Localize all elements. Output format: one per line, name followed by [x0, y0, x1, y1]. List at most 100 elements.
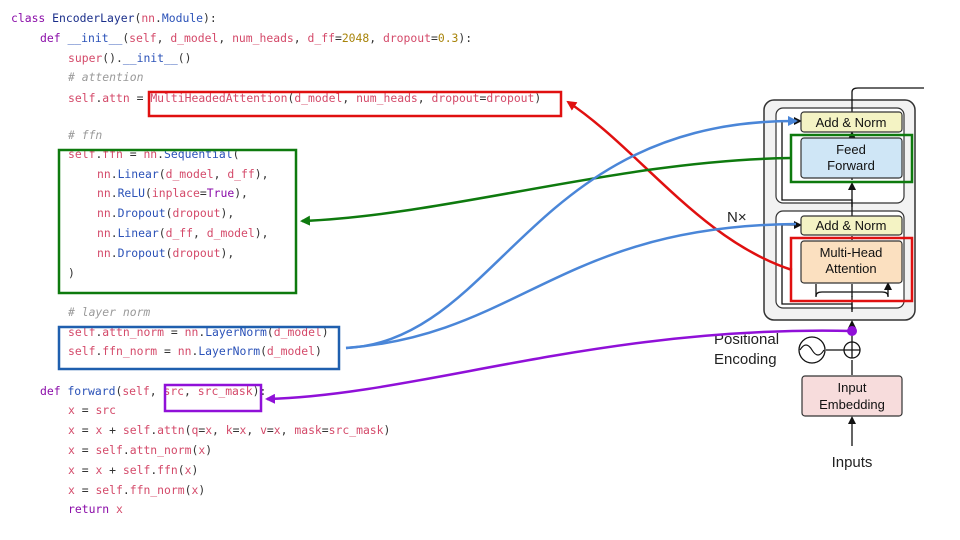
- purple-arrow-pos-to-forward: [265, 329, 853, 404]
- code-line: nn.Dropout(dropout),: [97, 206, 234, 220]
- code-token: nn: [97, 226, 111, 240]
- code-token: attn_norm: [102, 325, 165, 339]
- sine-wave-icon: [799, 344, 825, 356]
- feed-forward-label-1: Feed: [836, 142, 866, 157]
- code-token: self: [68, 344, 96, 358]
- code-token: ): [534, 91, 542, 105]
- forward-args-highlight-box: [163, 383, 263, 413]
- code-token: ):: [252, 384, 267, 398]
- code-token: Linear: [117, 167, 159, 181]
- code-token: ,: [213, 167, 228, 181]
- code-token: d_model: [294, 91, 343, 105]
- code-token: ffn_norm: [102, 344, 158, 358]
- code-token: (: [287, 91, 295, 105]
- code-token: .: [110, 226, 118, 240]
- code-token: .: [110, 186, 118, 200]
- code-token: src_mask: [197, 384, 253, 398]
- code-token: x: [116, 502, 123, 516]
- code-token: LayerNorm: [205, 325, 267, 339]
- code-token: x: [205, 423, 213, 437]
- code-token: (: [260, 344, 267, 358]
- code-token: +: [102, 463, 123, 477]
- code-token: (: [134, 11, 142, 25]
- code-token: q: [191, 423, 199, 437]
- code-token: ): [321, 325, 329, 339]
- code-token: d_model: [170, 31, 219, 45]
- code-token: ,: [246, 423, 261, 437]
- code-token: dropout: [431, 91, 480, 105]
- code-token: ffn_norm: [129, 483, 185, 497]
- code-token: __init__: [67, 31, 123, 45]
- code-token: =: [74, 443, 96, 457]
- code-token: ): [314, 344, 322, 358]
- flow-line-top-curve: [851, 87, 924, 93]
- multi-head-attention-block: [800, 240, 903, 284]
- code-token: def: [40, 31, 68, 45]
- code-token: =: [334, 31, 342, 45]
- input-embedding-label-2: Embedding: [819, 397, 885, 412]
- code-token: num_heads: [232, 31, 294, 45]
- code-token: =: [164, 325, 185, 339]
- code-token: nn: [97, 186, 111, 200]
- code-token: =: [266, 423, 274, 437]
- code-token: self: [95, 443, 123, 457]
- code-token: d_ff: [307, 31, 335, 45]
- code-token: ):: [203, 11, 217, 25]
- code-token: inplace: [151, 186, 200, 200]
- code-token: MultiHeadedAttention: [150, 91, 288, 105]
- code-token: ): [205, 443, 213, 457]
- code-token: class: [11, 11, 53, 25]
- code-token: =: [479, 91, 487, 105]
- code-token: src: [95, 403, 117, 417]
- code-token: ,: [280, 423, 295, 437]
- code-line: # attention: [68, 70, 143, 84]
- code-token: (): [177, 51, 192, 65]
- plus-icon-cross: [844, 342, 860, 358]
- inputs-label: Inputs: [832, 454, 873, 471]
- code-token: x: [68, 423, 75, 437]
- code-token: EncoderLayer: [52, 11, 135, 25]
- code-token: v: [260, 423, 267, 437]
- code-token: nn: [97, 206, 111, 220]
- code-token: mask: [294, 423, 322, 437]
- code-token: ReLU: [117, 186, 146, 200]
- code-token: super: [68, 51, 103, 65]
- code-token: x: [68, 463, 75, 477]
- code-token: .: [95, 147, 103, 161]
- code-line: x = self.ffn_norm(x): [68, 483, 205, 497]
- add-norm-bottom-block: [800, 215, 903, 236]
- code-token: d_ff: [165, 226, 194, 240]
- code-token: x: [68, 483, 75, 497]
- code-token: ,: [218, 31, 233, 45]
- code-token: num_heads: [356, 91, 418, 105]
- code-token: ,: [156, 31, 171, 45]
- code-token: ().: [102, 51, 123, 65]
- code-line: nn.Dropout(dropout),: [97, 246, 234, 260]
- attn-highlight-box: [147, 90, 563, 118]
- code-line: x = self.attn_norm(x): [68, 443, 212, 457]
- code-token: =: [198, 423, 206, 437]
- code-token: ),: [220, 206, 235, 220]
- code-line: def forward(self, src, src_mask):: [40, 384, 266, 398]
- code-token: attn: [102, 91, 130, 105]
- code-token: dropout: [172, 206, 221, 220]
- code-line: class EncoderLayer(nn.Module):: [11, 11, 217, 25]
- code-token: +: [102, 423, 123, 437]
- code-token: x: [68, 443, 75, 457]
- code-token: =: [232, 423, 240, 437]
- code-token: (: [165, 206, 173, 220]
- code-token: =: [199, 186, 207, 200]
- code-line: nn.Linear(d_model, d_ff),: [97, 167, 268, 181]
- code-token: (: [122, 31, 130, 45]
- code-token: ):: [458, 31, 473, 45]
- green-arrow-ff-to-ffn: [300, 156, 793, 226]
- code-token: dropout: [382, 31, 431, 45]
- add-norm-bottom-label: Add & Norm: [816, 218, 887, 233]
- code-token: self: [122, 423, 151, 437]
- code-token: =: [129, 91, 151, 105]
- code-token: (: [184, 423, 192, 437]
- code-token: # layer norm: [68, 305, 151, 319]
- code-token: # ffn: [68, 128, 103, 142]
- code-token: attn: [157, 423, 185, 437]
- code-token: x: [68, 403, 75, 417]
